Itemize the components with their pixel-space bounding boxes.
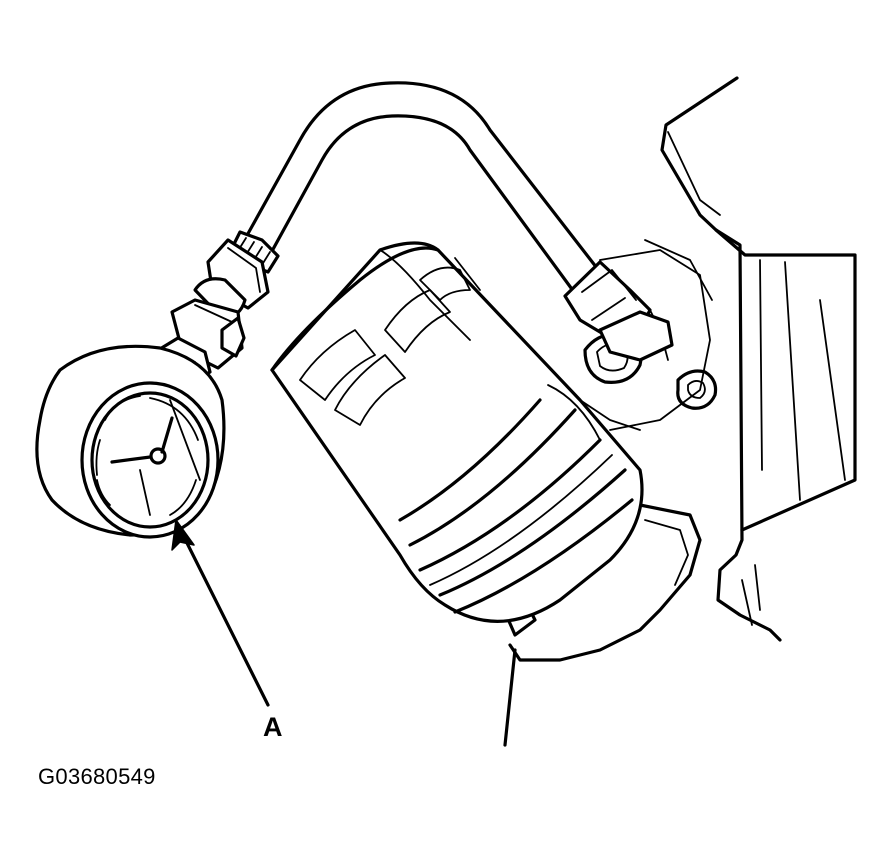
mount-fitting: [563, 260, 674, 362]
engine-block: [660, 76, 857, 642]
gauge-hose: [238, 81, 602, 294]
figure-code: G03680549: [38, 764, 156, 789]
oil-pressure-gauge: [35, 344, 226, 539]
callout-label-a: A: [263, 712, 283, 742]
callout-leader-arrow: [171, 519, 270, 707]
oil-filter: [270, 241, 644, 623]
